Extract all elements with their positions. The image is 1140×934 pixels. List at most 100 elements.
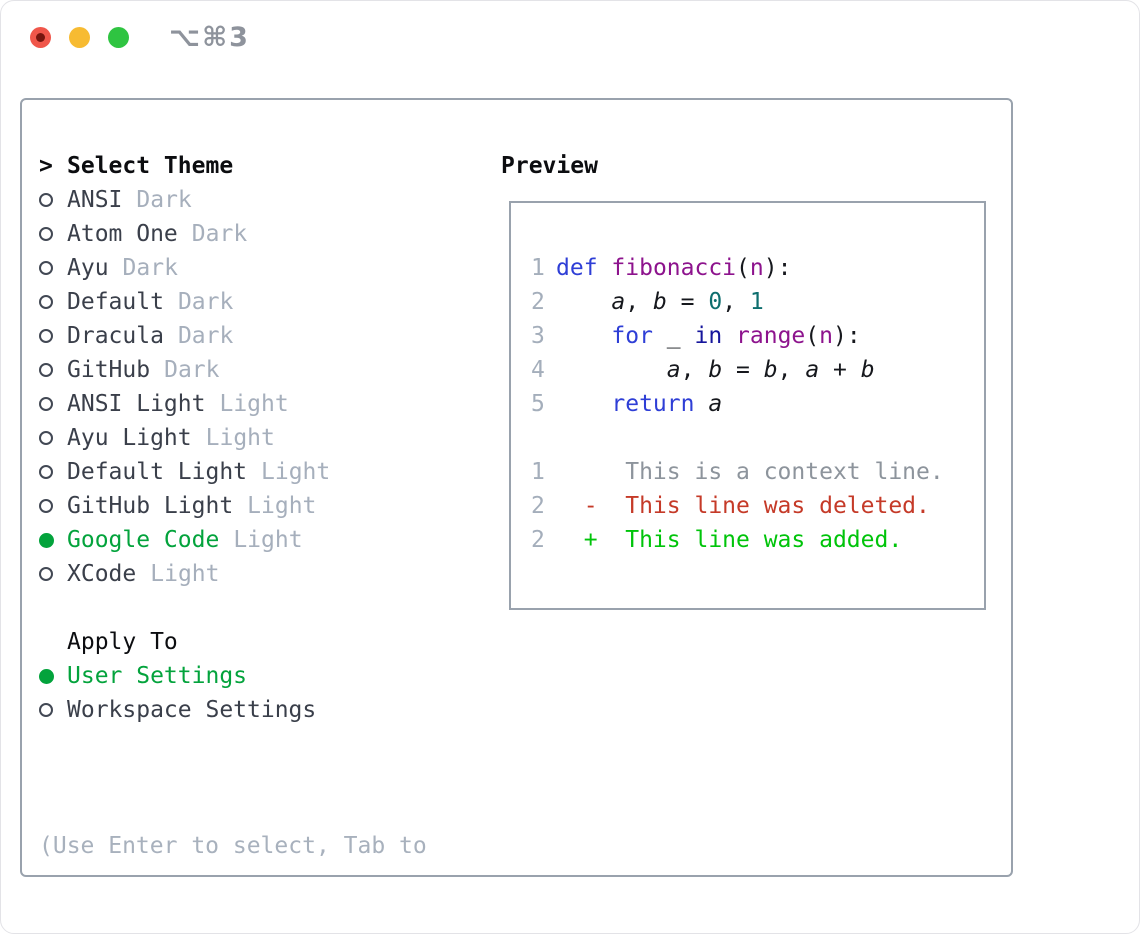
blank-line	[531, 421, 984, 455]
theme-name: GitHub Light	[67, 493, 234, 519]
line-number: 1	[531, 459, 545, 485]
theme-name: Atom One	[67, 221, 178, 247]
code-token: range	[736, 323, 806, 349]
code-token	[556, 323, 611, 349]
apply-to-title: Apply To	[67, 629, 178, 655]
radio-icon	[39, 261, 67, 275]
radio-icon	[39, 567, 67, 581]
code-token: ,	[625, 289, 653, 315]
code-token: (	[805, 323, 820, 349]
theme-name: Dracula	[67, 323, 164, 349]
theme-variant-label: Light	[205, 425, 275, 451]
radio-icon	[39, 465, 67, 479]
theme-name: ANSI	[67, 187, 123, 213]
apply-to-option-label: Workspace Settings	[67, 697, 317, 723]
keyboard-hint: (Use Enter to select, Tab to change focu…	[39, 761, 427, 933]
line-number: 3	[531, 323, 545, 349]
diff-preview: 1 This is a context line.2 - This line w…	[531, 455, 984, 557]
code-token	[556, 391, 611, 417]
diff-line-ctx: 1 This is a context line.	[531, 455, 984, 489]
theme-item-xcode[interactable]: XCode Light	[39, 557, 427, 591]
code-token: ,	[722, 289, 750, 315]
theme-name: Google Code	[67, 527, 220, 553]
diff-text: This is a context line.	[556, 459, 944, 485]
code-token	[556, 289, 611, 315]
spacer	[39, 591, 427, 625]
zoom-button[interactable]	[108, 27, 129, 48]
code-token: =	[722, 357, 764, 383]
spacer	[39, 727, 427, 761]
code-token: a	[611, 289, 626, 315]
code-token: for	[611, 323, 653, 349]
code-token: ,	[777, 357, 806, 383]
theme-name: Default	[67, 289, 164, 315]
diff-text: - This line was deleted.	[556, 493, 930, 519]
theme-name: Default Light	[67, 459, 248, 485]
minimize-button[interactable]	[69, 27, 90, 48]
hint-line-1: (Use Enter to select, Tab to	[39, 833, 427, 859]
radio-icon	[39, 329, 67, 343]
diff-line-del: 2 - This line was deleted.	[531, 489, 984, 523]
radio-icon	[39, 499, 67, 513]
radio-icon	[39, 193, 67, 207]
code-line: 3 for _ in range(n):	[531, 319, 984, 353]
code-token: _	[652, 323, 695, 349]
theme-variant-label: Dark	[164, 357, 220, 383]
preview-title: Preview	[501, 153, 598, 179]
code-token: 1	[749, 289, 764, 315]
code-token: ,	[680, 357, 709, 383]
line-number: 5	[531, 391, 545, 417]
code-token	[556, 357, 667, 383]
apply-to-header: Apply To	[39, 625, 427, 659]
diff-line-add: 2 + This line was added.	[531, 523, 984, 557]
code-token: return	[611, 391, 695, 417]
theme-item-ayu-light[interactable]: Ayu Light Light	[39, 421, 427, 455]
apply-to-option-workspace-settings[interactable]: Workspace Settings	[39, 693, 427, 727]
line-number: 2	[531, 527, 545, 553]
preview-header: Preview	[501, 149, 598, 183]
code-token: 0	[708, 289, 723, 315]
code-token: n	[749, 255, 764, 281]
theme-variant-label: Light	[233, 527, 303, 553]
code-token: b	[860, 357, 875, 383]
apply-to-option-label: User Settings	[67, 663, 248, 689]
theme-variant-label: Dark	[122, 255, 178, 281]
code-token: def	[556, 255, 598, 281]
theme-item-ansi[interactable]: ANSI Dark	[39, 183, 427, 217]
close-button[interactable]	[30, 27, 51, 48]
code-token	[598, 255, 612, 281]
theme-item-google-code[interactable]: Google Code Light	[39, 523, 427, 557]
theme-name: Ayu	[67, 255, 109, 281]
code-token	[722, 323, 736, 349]
theme-variant-label: Light	[150, 561, 220, 587]
radio-icon	[39, 295, 67, 309]
code-token: =	[666, 289, 709, 315]
theme-name: Ayu Light	[67, 425, 192, 451]
theme-name: XCode	[67, 561, 137, 587]
radio-selected-icon	[39, 668, 67, 684]
code-line: 4 a, b = b, a + b	[531, 353, 984, 387]
radio-icon	[39, 431, 67, 445]
apply-to-option-user-settings[interactable]: User Settings	[39, 659, 427, 693]
theme-variant-label: Dark	[136, 187, 192, 213]
window-title: ⌥⌘3	[169, 22, 250, 53]
theme-item-ayu[interactable]: Ayu Dark	[39, 251, 427, 285]
line-number: 2	[531, 289, 545, 315]
close-dot-icon	[36, 33, 45, 42]
code-line: 5 return a	[531, 387, 984, 421]
code-token	[694, 391, 708, 417]
